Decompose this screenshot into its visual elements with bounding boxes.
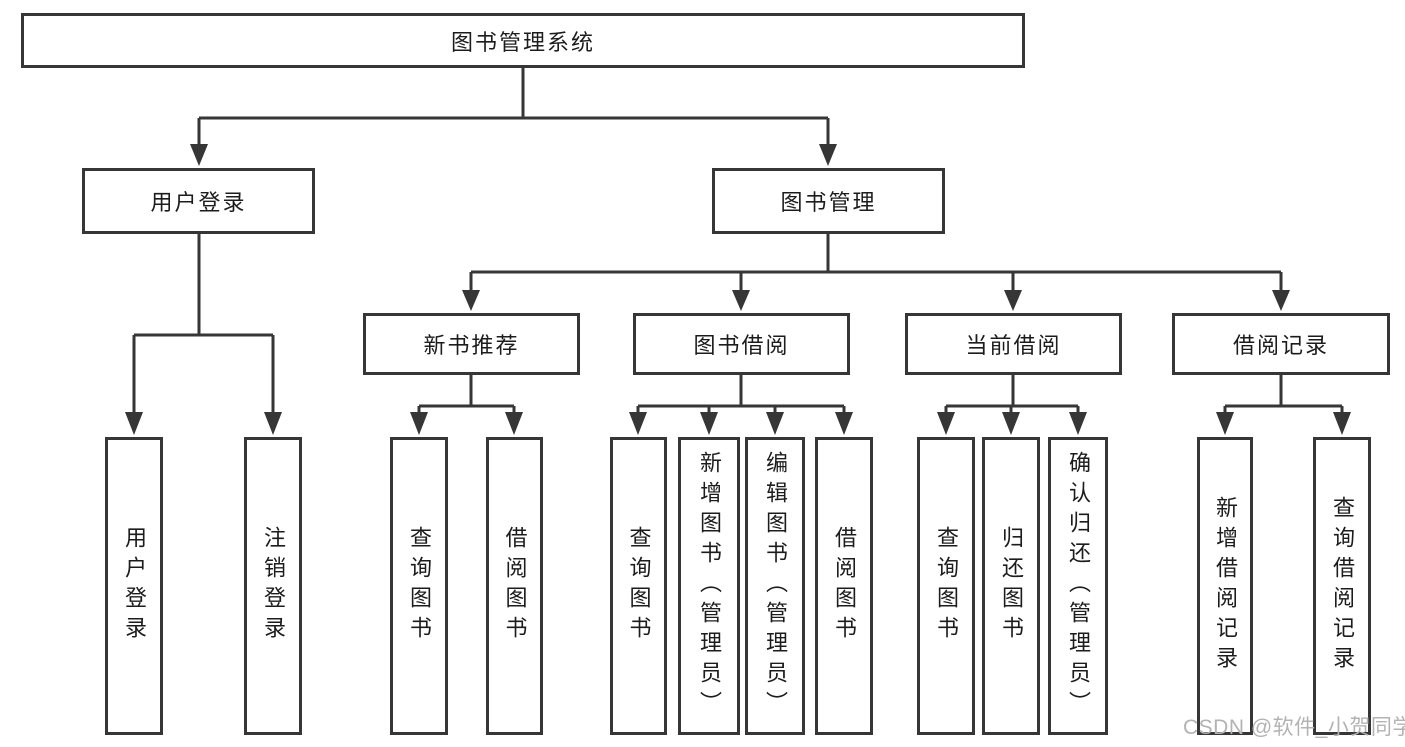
node-user-login: 用户登录 bbox=[82, 168, 315, 234]
leaf-confirm-return-admin: 确认归还（管理员） bbox=[1048, 437, 1108, 735]
node-book-borrow: 图书借阅 bbox=[633, 313, 850, 375]
leaf-return-books: 归还图书 bbox=[982, 437, 1040, 735]
leaf-label: 用户登录 bbox=[122, 526, 147, 646]
leaf-label: 查询图书 bbox=[407, 526, 432, 646]
root-node-library-system: 图书管理系统 bbox=[21, 13, 1025, 68]
leaf-add-borrow-record: 新增借阅记录 bbox=[1197, 437, 1253, 735]
leaf-label: 归还图书 bbox=[999, 526, 1024, 646]
leaf-borrow-books-recommend: 借阅图书 bbox=[486, 437, 543, 735]
leaf-query-books-borrow: 查询图书 bbox=[610, 437, 667, 735]
leaf-query-books-current: 查询图书 bbox=[917, 437, 975, 735]
leaf-label: 查询图书 bbox=[934, 526, 959, 646]
leaf-user-login: 用户登录 bbox=[105, 437, 163, 735]
node-new-book-recommend: 新书推荐 bbox=[363, 313, 580, 375]
leaf-label: 新增借阅记录 bbox=[1213, 496, 1238, 676]
leaf-label: 编辑图书（管理员） bbox=[763, 451, 788, 721]
leaf-label: 新增图书（管理员） bbox=[697, 451, 722, 721]
node-borrow-records: 借阅记录 bbox=[1172, 313, 1390, 375]
node-book-management: 图书管理 bbox=[712, 168, 945, 234]
node-current-borrow: 当前借阅 bbox=[905, 313, 1122, 375]
leaf-query-books-recommend: 查询图书 bbox=[390, 437, 448, 735]
csdn-watermark: CSDN @软件_小贺同学 bbox=[1183, 716, 1405, 739]
leaf-label: 查询借阅记录 bbox=[1330, 496, 1355, 676]
leaf-edit-books-admin: 编辑图书（管理员） bbox=[745, 437, 805, 735]
leaf-query-borrow-record: 查询借阅记录 bbox=[1313, 437, 1371, 735]
leaf-label: 注销登录 bbox=[261, 526, 286, 646]
leaf-label: 借阅图书 bbox=[502, 526, 528, 646]
leaf-label: 查询图书 bbox=[626, 526, 652, 646]
leaf-label: 借阅图书 bbox=[832, 526, 857, 646]
leaf-borrow-books: 借阅图书 bbox=[815, 437, 873, 735]
leaf-add-books-admin: 新增图书（管理员） bbox=[678, 437, 740, 735]
leaf-logout: 注销登录 bbox=[244, 437, 302, 735]
leaf-label: 确认归还（管理员） bbox=[1066, 451, 1091, 721]
